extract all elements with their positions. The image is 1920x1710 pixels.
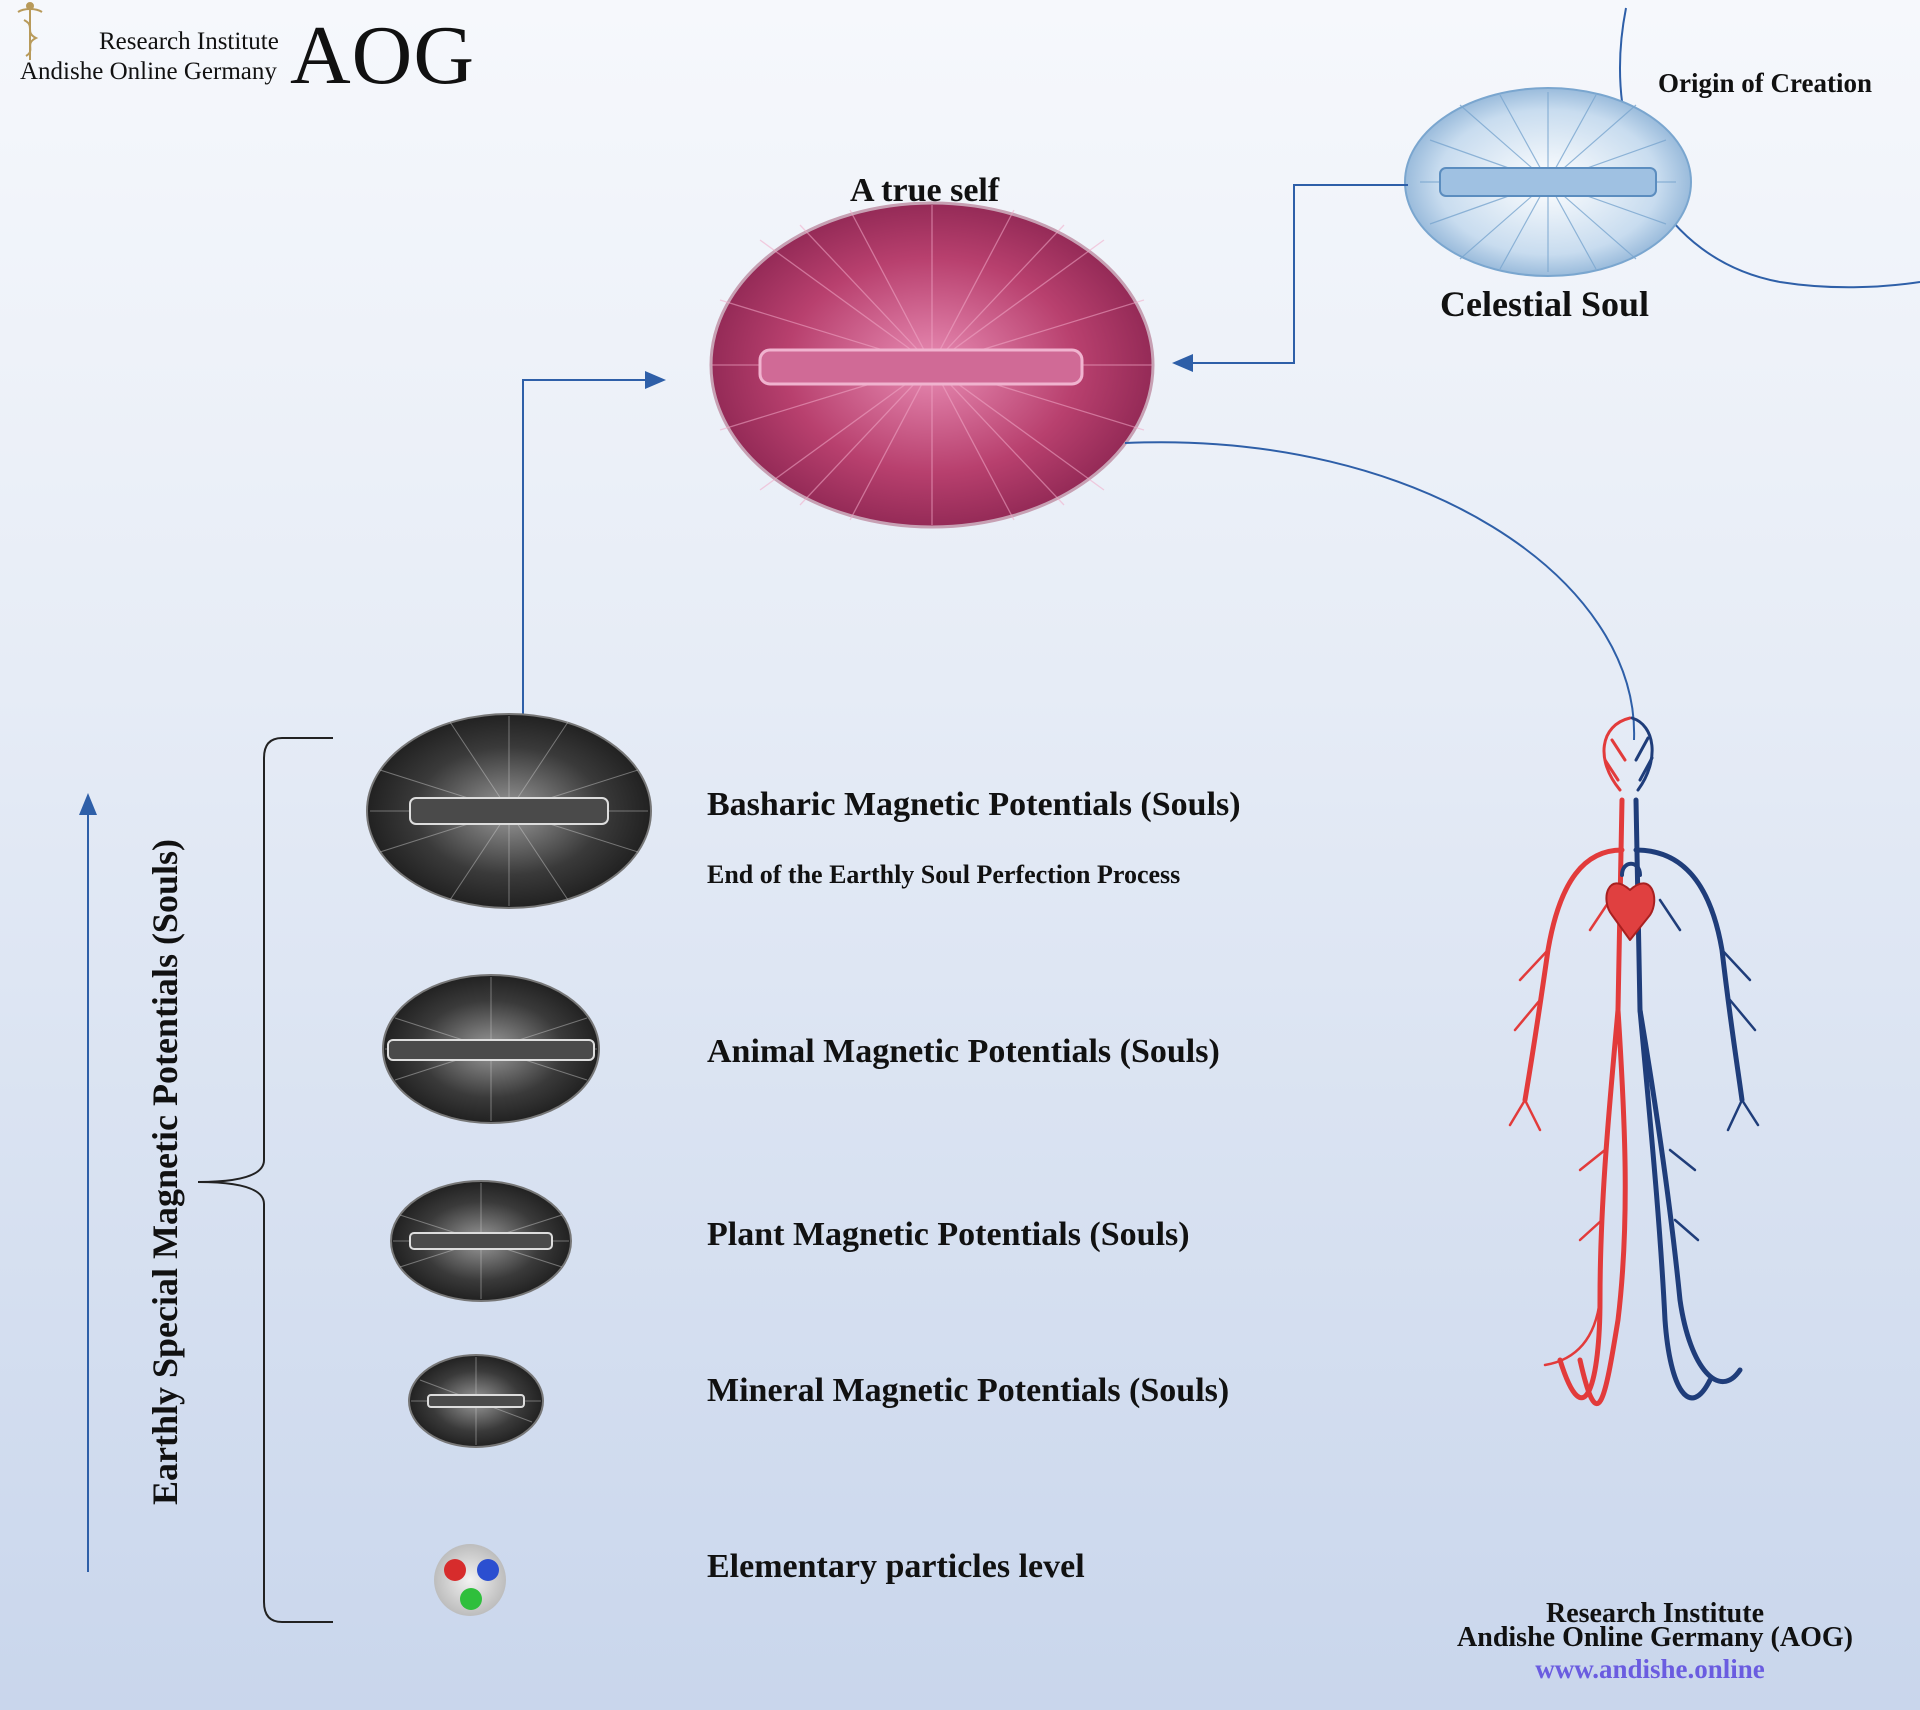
mineral-level-label: Mineral Magnetic Potentials (Souls): [707, 1372, 1230, 1409]
footer-line2: Andishe Online Germany (AOG): [1457, 1622, 1853, 1653]
plant-magnet: [390, 1180, 572, 1302]
basharic-connector: [522, 379, 645, 800]
celestial-soul-magnet: [1404, 87, 1692, 277]
circulatory-system-figure: [1508, 716, 1760, 1407]
true-self-magnet: [709, 201, 1155, 529]
celestial-arrowhead: [1172, 354, 1193, 372]
animal-level-label: Animal Magnetic Potentials (Souls): [707, 1033, 1220, 1070]
true-self-label: A true self: [850, 172, 1000, 209]
logo-line1: Research Institute: [99, 28, 279, 55]
footer-line1: Research Institute: [1545, 1598, 1765, 1629]
basharic-arrowhead: [645, 371, 666, 389]
caduceus-icon: [17, 2, 43, 60]
levels-brace: [197, 737, 333, 1623]
celestial-connector: [1190, 184, 1408, 364]
mineral-magnet: [408, 1354, 544, 1448]
celestial-soul-label: Celestial Soul: [1440, 284, 1650, 324]
basharic-level-label: Basharic Magnetic Potentials (Souls): [707, 786, 1241, 823]
elementary-particles-icon: [434, 1544, 506, 1616]
animal-magnet: [382, 974, 600, 1124]
basharic-level-sublabel: End of the Earthly Soul Perfection Proce…: [707, 860, 1181, 889]
plant-level-label: Plant Magnetic Potentials (Souls): [707, 1216, 1190, 1253]
basharic-magnet: [366, 713, 652, 909]
ascension-arrowhead: [79, 793, 97, 815]
elementary-level-label: Elementary particles level: [707, 1548, 1085, 1585]
logo-mark: AOG: [290, 9, 475, 102]
earthly-potentials-vertical-label: Earthly Special Magnetic Potentials (Sou…: [145, 839, 185, 1505]
body-connector: [1124, 441, 1636, 741]
origin-of-creation-label: Origin of Creation: [1658, 68, 1872, 98]
footer-url-link[interactable]: www.andishe.online: [1535, 1654, 1765, 1684]
logo-line2: Andishe Online Germany: [20, 58, 277, 85]
